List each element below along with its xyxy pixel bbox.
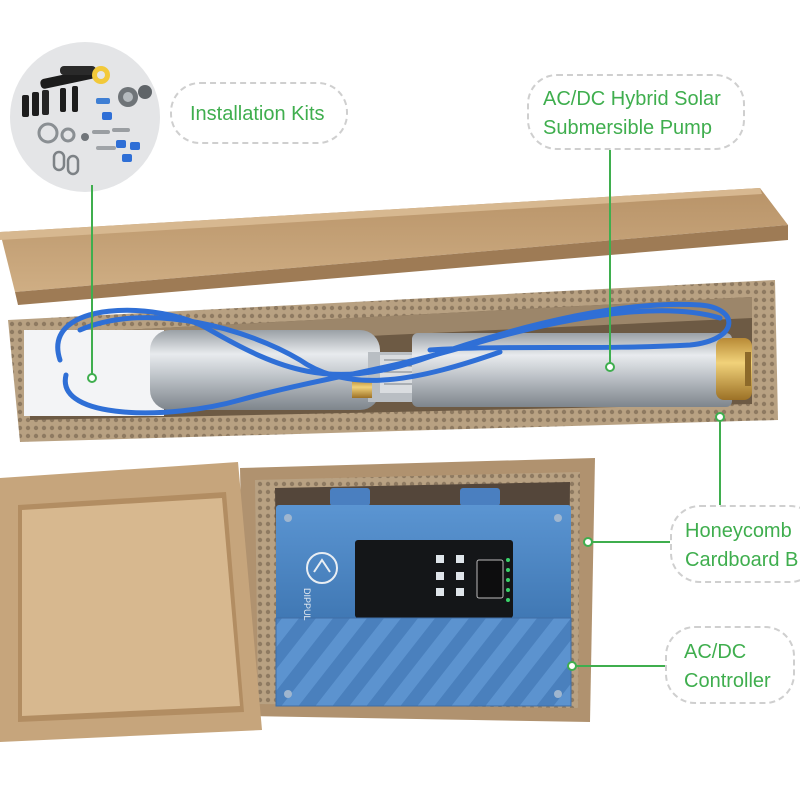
pump-label-line2: Submersible Pump: [543, 117, 712, 139]
callout-installation-kits: Installation Kits: [170, 82, 348, 144]
installation-kits-photo: [10, 42, 160, 192]
callout-pump: AC/DC Hybrid Solar Submersible Pump: [527, 74, 745, 150]
installation-kits-label: Installation Kits: [190, 103, 325, 125]
cardboard-lid-top: [0, 188, 788, 305]
foam-block: [24, 330, 164, 416]
ac-dc-controller: DIPPUL: [275, 488, 572, 707]
controller-box-flap: [0, 462, 262, 742]
box-label-line2: Cardboard B: [685, 549, 799, 571]
controller-label-line1: AC/DC: [684, 641, 747, 663]
leader-lines: [87, 150, 725, 671]
submersible-pump: [150, 330, 752, 410]
box-label-line1: Honeycomb: [685, 520, 792, 542]
pump-label-line1: AC/DC Hybrid Solar: [543, 88, 721, 110]
controller-label-line2: Controller: [684, 670, 771, 692]
controller-brand: DIPPUL: [302, 588, 312, 621]
pump-cable: [55, 301, 732, 416]
callout-cardboard-box: Honeycomb Cardboard B: [670, 505, 800, 583]
callout-controller: AC/DC Controller: [665, 626, 795, 704]
